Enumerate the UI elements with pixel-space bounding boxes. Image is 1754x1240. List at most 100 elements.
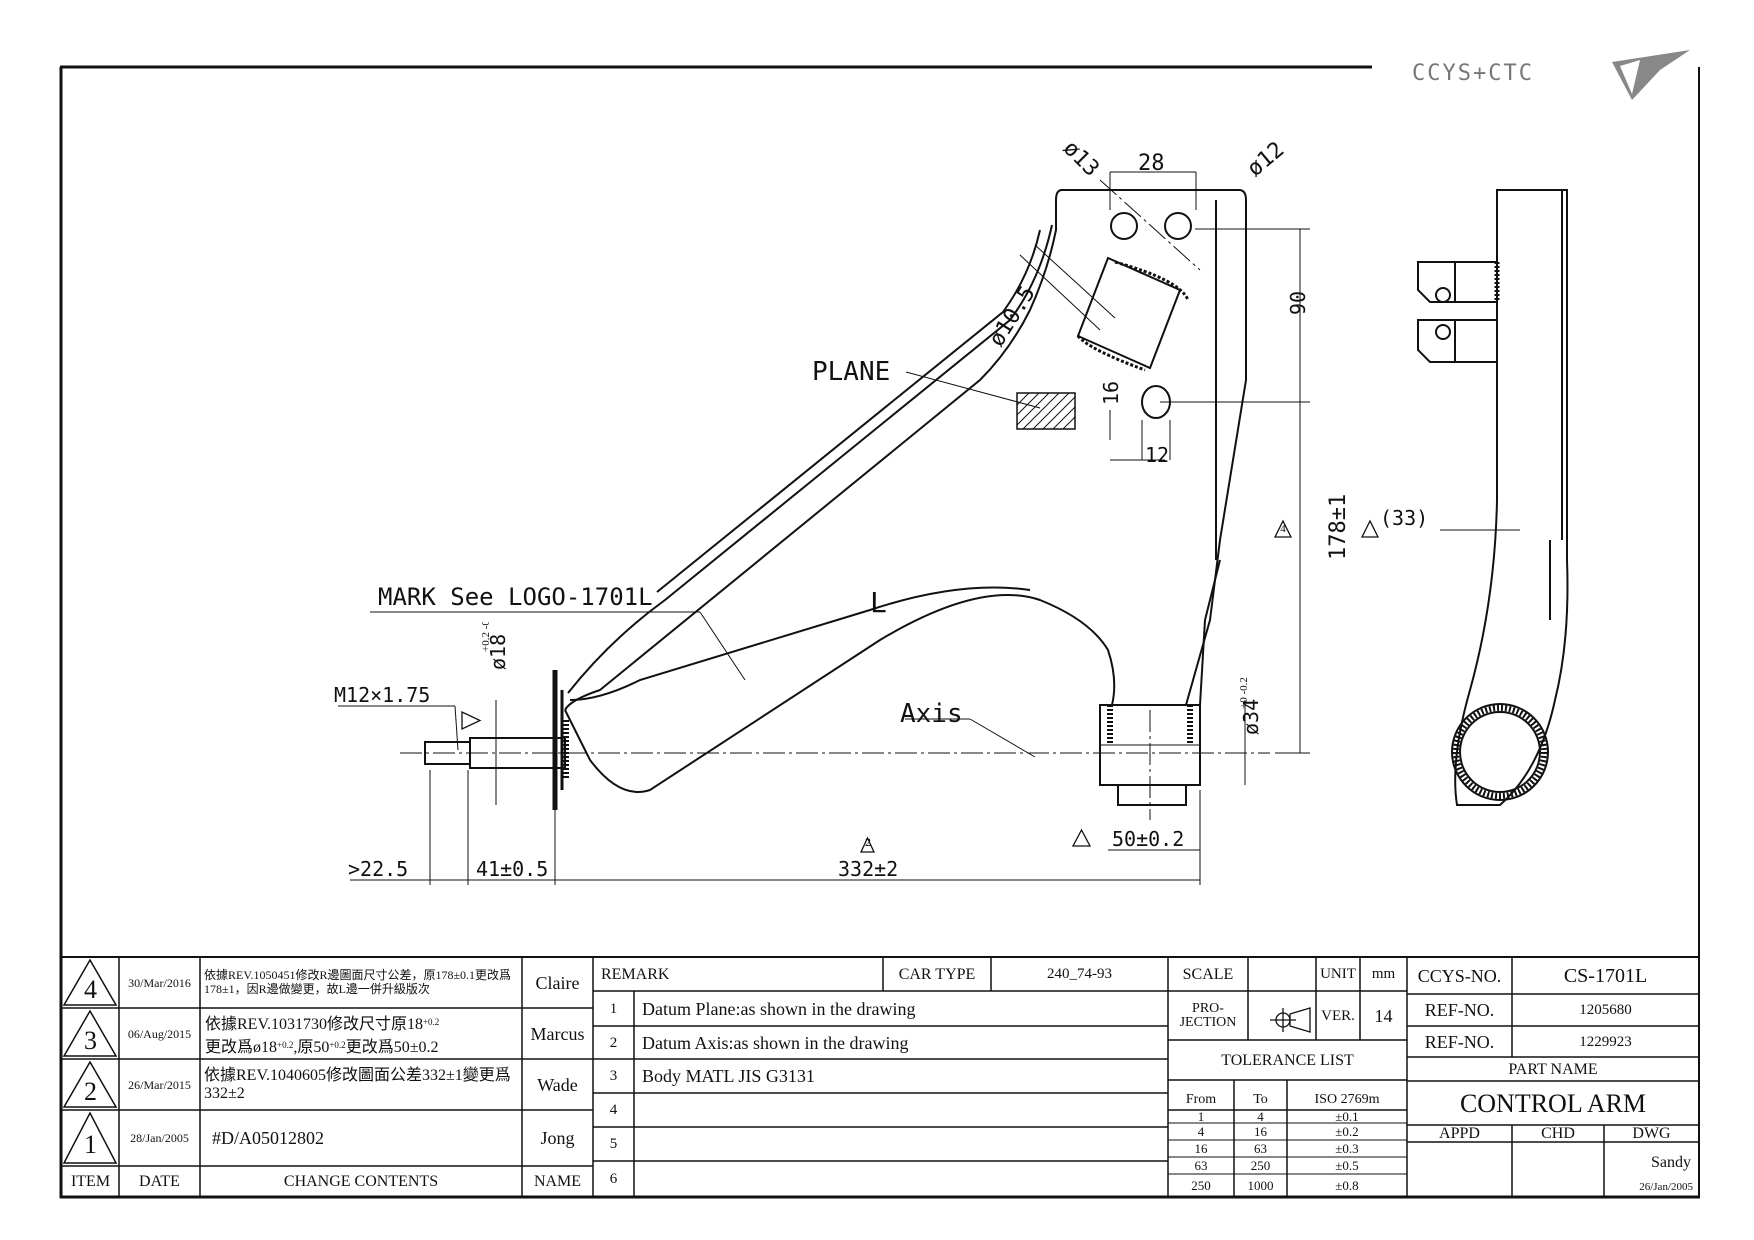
remark-label: REMARK	[601, 965, 670, 983]
tol-r2-from: 4	[1197, 1124, 1205, 1139]
rev-item-3: 3	[84, 1026, 97, 1055]
arm-side-view	[1417, 189, 1569, 806]
remark-no-4: 4	[609, 1102, 618, 1118]
rev-content-3-sup3: +0.2	[329, 1040, 346, 1050]
dim-d34-tolerance: +0 -0.2	[1238, 677, 1250, 709]
tol-r4-to: 250	[1250, 1158, 1271, 1173]
ref2-value: 1229923	[1579, 1033, 1632, 1050]
scale-value	[1248, 958, 1316, 991]
rev-item-4: 4	[84, 975, 97, 1004]
ver-value: 14	[1374, 1005, 1393, 1026]
ref2-label: REF-NO.	[1424, 1031, 1495, 1052]
car-type-label: CAR TYPE	[898, 965, 976, 983]
car-type-value: 240_74-93	[1047, 966, 1112, 982]
dim-d34: ø34	[1239, 699, 1263, 735]
ref1-label: REF-NO.	[1424, 1000, 1495, 1020]
dim-332: 332±2	[838, 857, 898, 881]
dimension-labels: ø13 28 ø12 ø10.5 PLANE 16 12 90 178±1 MA…	[334, 136, 1428, 881]
dim-50: 50±0.2	[1112, 827, 1184, 851]
datum-plane-hatch	[1016, 392, 1076, 430]
dim-41: 41±0.5	[476, 857, 548, 881]
sheet-border	[59, 65, 1700, 1199]
rev-content-3-b: 更改爲ø18	[205, 1039, 278, 1056]
ccys-label: CCYS-NO.	[1417, 965, 1502, 986]
tol-r3-from: 16	[1194, 1141, 1208, 1156]
tol-header-to: To	[1253, 1091, 1268, 1107]
remark-text-6	[634, 1162, 1168, 1197]
tol-r2-val: ±0.2	[1335, 1124, 1359, 1139]
remark-text-5	[634, 1128, 1168, 1161]
rev-date-3: 06/Aug/2015	[127, 1026, 192, 1041]
remark-text-1: Datum Plane:as shown in the drawing	[642, 998, 916, 1019]
rev-content-1: #D/A05012802	[212, 1128, 324, 1148]
tol-r3-to: 63	[1254, 1141, 1267, 1156]
rev-triangle-2-label: 2	[865, 834, 871, 849]
tol-r4-from: 63	[1194, 1158, 1208, 1173]
chd-label: CHD	[1541, 1126, 1575, 1142]
tol-r5-to: 1000	[1247, 1178, 1274, 1193]
rev-content-3-sup: +0.2	[422, 1017, 440, 1027]
rev-header-content: CHANGE CONTENTS	[283, 1173, 439, 1190]
corner-mark: L	[870, 586, 887, 619]
tol-r1-val: ±0.1	[1335, 1110, 1359, 1123]
rev-item-2: 2	[84, 1077, 97, 1106]
dim-28: 28	[1138, 151, 1165, 176]
rev-content-3: 依據REV.1031730修改尺寸原18+0.2	[205, 1011, 520, 1033]
dim-16: 16	[1099, 381, 1123, 405]
tol-r5-from: 250	[1191, 1178, 1211, 1193]
rev-triangle-4-label: 4	[1280, 523, 1286, 535]
rev-header-name: NAME	[533, 1173, 582, 1190]
rev-content-3-a: 依據REV.1031730修改尺寸原18	[205, 1016, 423, 1033]
projection-label: PRO- JECTION	[1179, 1001, 1237, 1030]
revision-item-triangles	[62, 958, 118, 1164]
rev-date-2: 26/Mar/2015	[128, 1077, 191, 1092]
dim-33: (33)	[1380, 506, 1428, 530]
rev-name-4: Claire	[535, 972, 580, 993]
dim-d18-tolerance: +0.2 -0	[480, 622, 492, 652]
appd-label: APPD	[1439, 1126, 1480, 1142]
remark-no-2: 2	[609, 1034, 618, 1051]
rev-item-1: 1	[84, 1130, 97, 1159]
logo-text: CCYS+CTC	[1412, 61, 1534, 86]
remark-no-1: 1	[609, 1000, 618, 1017]
rev-content-3-sup2: +0.2	[277, 1040, 294, 1050]
title-block-grid	[61, 957, 1699, 1197]
dim-178: 178±1	[1326, 494, 1351, 560]
rev-date-4: 30/Mar/2016	[128, 975, 191, 990]
remark-text-3: Body MATL JIS G3131	[642, 1066, 815, 1086]
remark-no-5: 5	[609, 1136, 618, 1152]
unit-value: mm	[1371, 966, 1396, 982]
revision-triangles	[461, 519, 1380, 853]
remark-no-3: 3	[609, 1068, 618, 1084]
scale-label: SCALE	[1182, 965, 1234, 983]
dim-12: 12	[1145, 443, 1169, 467]
rev-content-3-d: 更改爲50±0.2	[345, 1039, 439, 1056]
drawn-by: Sandy	[1651, 1154, 1691, 1171]
mark-label: MARK See LOGO-1701L	[378, 583, 653, 611]
unit-label: UNIT	[1320, 966, 1356, 982]
company-logo: CCYS+CTC	[1412, 50, 1690, 100]
tol-r1-to: 4	[1257, 1110, 1264, 1123]
tol-r2-to: 16	[1254, 1124, 1267, 1139]
tol-r3-val: ±0.3	[1335, 1141, 1359, 1156]
part-name: CONTROL ARM	[1459, 1088, 1647, 1118]
projection-symbol	[1270, 1007, 1311, 1033]
dim-90: 90	[1286, 291, 1310, 315]
rev-header-item: ITEM	[70, 1173, 111, 1190]
tol-r1-from: 1	[1197, 1110, 1205, 1123]
tol-header-iso: ISO 2769m	[1314, 1091, 1380, 1107]
arm-front-view	[424, 189, 1247, 810]
rev-name-3: Marcus	[530, 1023, 585, 1044]
remark-text-4	[634, 1094, 1168, 1127]
drawn-date: 26/Jan/2005	[1639, 1180, 1693, 1193]
center-lines	[400, 179, 1270, 820]
rev-name-2: Wade	[537, 1074, 578, 1095]
tol-r5-val: ±0.8	[1335, 1178, 1359, 1193]
rev-header-date: DATE	[139, 1173, 180, 1190]
dim-d13: ø13	[1058, 136, 1104, 182]
axis-label: Axis	[900, 699, 963, 729]
dim-22-5: >22.5	[348, 857, 408, 881]
rev-name-1: Jong	[540, 1128, 575, 1148]
part-name-label: PART NAME	[1508, 1060, 1598, 1078]
